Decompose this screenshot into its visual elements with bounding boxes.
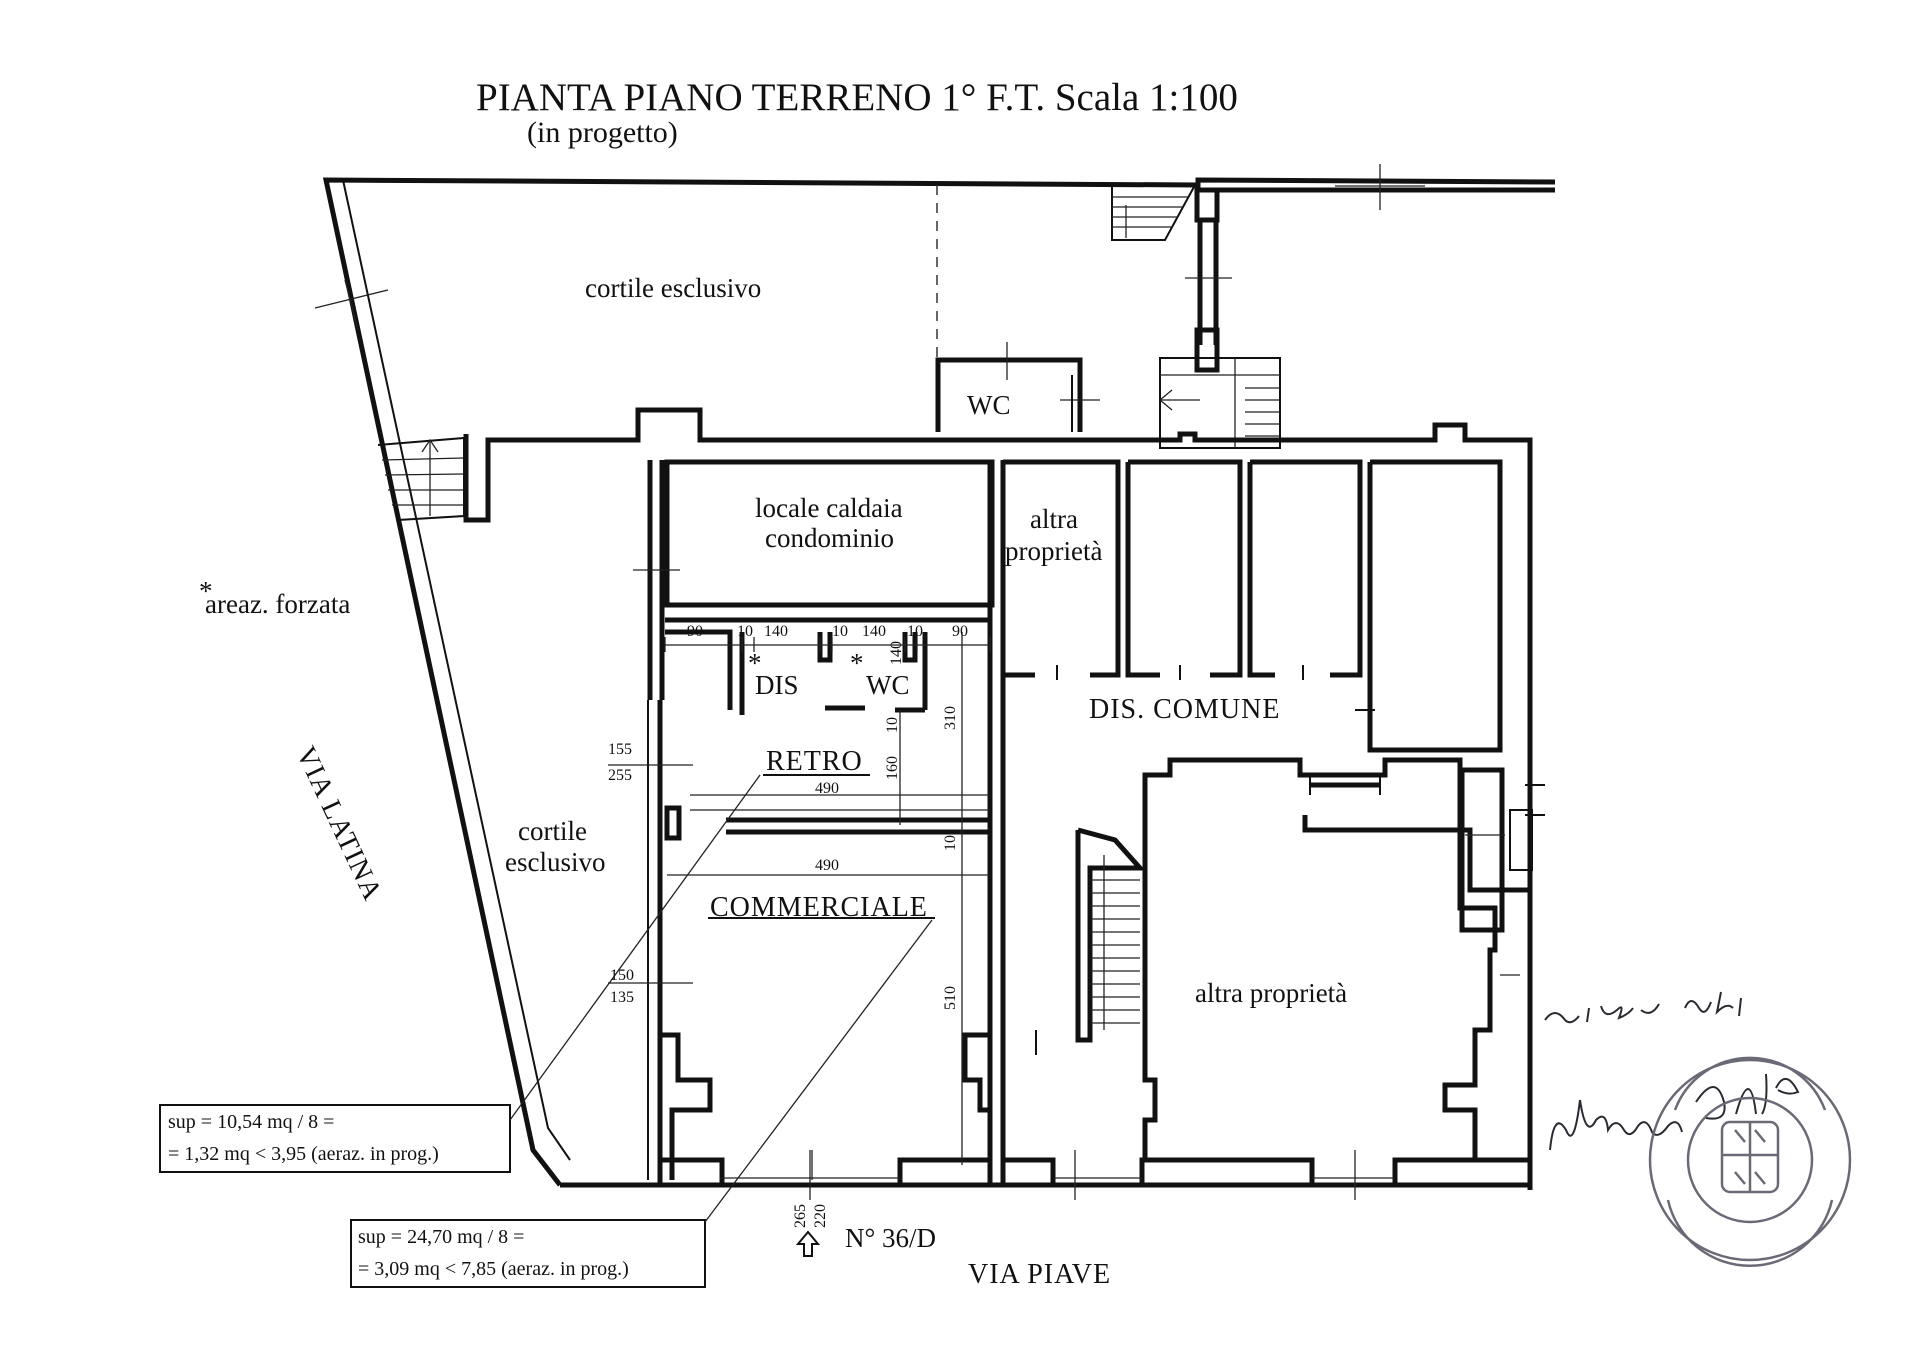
plan-subtitle: (in progetto)	[527, 116, 678, 149]
civic-number: N° 36/D	[845, 1223, 936, 1253]
room-label-cortile-left-2: esclusivo	[505, 847, 606, 877]
signature-top	[1544, 991, 1742, 1024]
room-label-cortile-top: cortile esclusivo	[585, 273, 761, 303]
room-label-altra-top-2: proprietà	[1005, 536, 1102, 566]
dim-90a: 90	[687, 623, 703, 640]
room-label-caldaia-1: locale caldaia	[755, 493, 903, 523]
note-2-line-2: = 3,09 mq < 7,85 (aeraz. in prog.)	[358, 1258, 629, 1280]
cellar-units	[1003, 459, 1503, 753]
star-dis: *	[748, 648, 762, 678]
dim-490b: 490	[815, 857, 839, 874]
dim-10v: 10	[884, 717, 901, 733]
plan-title: PIANTA PIANO TERRENO 1° F.T. Scala 1:100	[476, 76, 1238, 119]
dim-10c: 10	[907, 623, 923, 640]
room-label-wc: WC	[866, 670, 910, 700]
dim-255: 255	[608, 767, 632, 784]
dim-160: 160	[884, 756, 901, 780]
note-1-line-2: = 1,32 mq < 3,95 (aeraz. in prog.)	[168, 1143, 439, 1165]
dimension-lines	[608, 632, 991, 1180]
seal-stamp	[1648, 1056, 1852, 1268]
room-label-dis-comune: DIS. COMUNE	[1089, 694, 1280, 725]
note-box-1	[159, 774, 761, 1173]
room-label-wc-top: WC	[967, 390, 1011, 420]
dim-140a: 140	[764, 623, 788, 640]
room-label-cortile-left-1: cortile	[518, 816, 587, 846]
areaz-label: areaz. forzata	[205, 589, 350, 619]
stair-top-right	[1111, 184, 1197, 241]
outer-walls	[314, 164, 1556, 1187]
room-label-altra-top-1: altra	[1030, 504, 1078, 534]
dim-90b: 90	[952, 623, 968, 640]
building-walls	[463, 407, 1533, 1200]
dim-220: 220	[812, 1204, 829, 1228]
room-label-retro: RETRO	[766, 746, 863, 777]
areaz-star: *	[199, 576, 213, 606]
block-altra-proprieta	[1142, 757, 1545, 1160]
dim-10a: 10	[737, 623, 753, 640]
room-label-dis: DIS	[755, 670, 799, 700]
street-via-piave: VIA PIAVE	[968, 1259, 1111, 1290]
dim-310: 310	[942, 706, 959, 730]
street-via-latina: VIA LATINA	[290, 742, 388, 906]
shaft-wall	[1185, 187, 1232, 373]
dim-150: 150	[610, 967, 634, 984]
dim-140b: 140	[862, 623, 886, 640]
stair-courtyard	[1158, 357, 1281, 449]
dim-10b: 10	[832, 623, 848, 640]
room-label-commerciale: COMMERCIALE	[710, 892, 928, 923]
note-box-2	[350, 919, 933, 1288]
dim-490a: 490	[815, 780, 839, 797]
entrance-arrow-icon	[795, 1230, 821, 1257]
note-2-line-1: sup = 24,70 mq / 8 =	[358, 1226, 524, 1248]
dim-140v: 140	[888, 641, 905, 665]
stair-common	[1035, 827, 1146, 1055]
dim-510: 510	[942, 986, 959, 1010]
dim-10h: 10	[942, 835, 959, 851]
wc-courtyard	[935, 342, 1100, 432]
dim-265: 265	[792, 1204, 809, 1228]
room-label-altra-right: altra proprietà	[1195, 978, 1347, 1008]
dim-155: 155	[608, 741, 632, 758]
star-wc: *	[850, 648, 864, 678]
signature-bottom	[1549, 1073, 1800, 1151]
dim-135: 135	[610, 989, 634, 1006]
note-1-line-1: sup = 10,54 mq / 8 =	[168, 1111, 334, 1133]
room-label-caldaia-2: condominio	[765, 523, 894, 553]
